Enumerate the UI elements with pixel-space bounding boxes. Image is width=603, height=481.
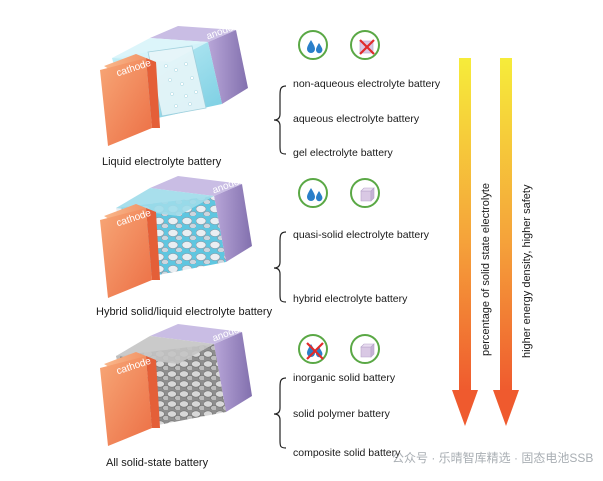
solid-battery-illustration [100,324,252,446]
arrow-label-energy-safety: higher energy density, higher safety [521,184,533,358]
battery-type-label: gel electrolyte battery [293,147,393,159]
no-liquid-icon [298,334,328,364]
watermark-text: 公众号 · 乐晴智库精选 · 固态电池SSB [392,451,594,465]
battery-caption: All solid-state battery [106,457,209,469]
solid-cube-icon [350,178,380,208]
battery-type-label: composite solid battery [293,447,401,459]
battery-type-label: inorganic solid battery [293,372,396,384]
solid-cube-icon [350,334,380,364]
battery-caption: Liquid electrolyte battery [102,156,222,168]
arrow-solid-percentage [452,58,478,426]
arrow-energy-safety [493,58,519,426]
liquid-drops-icon [298,178,328,208]
battery-type-label: hybrid electrolyte battery [293,293,408,305]
hybrid-battery-illustration [100,176,252,298]
liquid-drops-icon [298,30,328,60]
battery-type-label: aqueous electrolyte battery [293,113,420,125]
battery-caption: Hybrid solid/liquid electrolyte battery [96,306,273,318]
battery-type-label: non-aqueous electrolyte battery [293,78,441,90]
no-solid-icon [350,30,380,60]
bracket-solid [273,377,287,449]
battery-type-label: solid polymer battery [293,408,390,420]
liquid-battery-illustration [100,26,248,146]
bracket-hybrid [273,231,287,303]
battery-type-label: quasi-solid electrolyte battery [293,229,429,241]
arrow-label-solid-percentage: percentage of solid state electrolyte [480,182,492,356]
bracket-liquid [273,85,287,155]
